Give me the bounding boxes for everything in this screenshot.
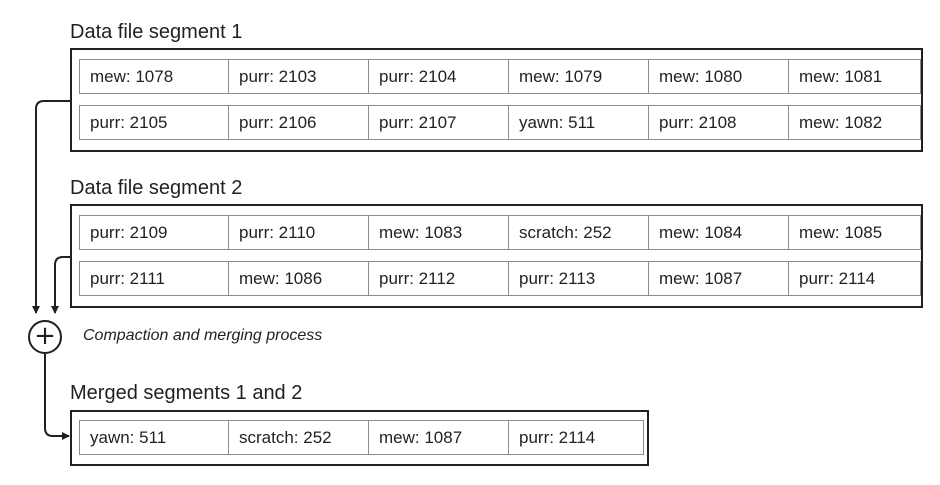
- segment-row: purr: 2109 purr: 2110 mew: 1083 scratch:…: [79, 215, 921, 250]
- segment-cell: mew: 1083: [368, 215, 509, 250]
- segment-cell: purr: 2105: [79, 105, 229, 140]
- segment-cell: mew: 1087: [648, 261, 789, 296]
- segment-cell: scratch: 252: [228, 420, 369, 455]
- arrow-merge-to-output: [44, 354, 70, 440]
- segment-row: mew: 1078 purr: 2103 purr: 2104 mew: 107…: [79, 59, 921, 94]
- segment-cell: purr: 2108: [648, 105, 789, 140]
- segment-cell: yawn: 511: [79, 420, 229, 455]
- segment-1-title: Data file segment 1: [70, 21, 243, 43]
- segment-cell: purr: 2112: [368, 261, 509, 296]
- segment-cell: purr: 2114: [508, 420, 644, 455]
- arrow-segment-1-to-merge: [32, 100, 70, 314]
- segment-cell: mew: 1084: [648, 215, 789, 250]
- segment-cell: purr: 2109: [79, 215, 229, 250]
- segment-cell: purr: 2111: [79, 261, 229, 296]
- segment-cell: yawn: 511: [508, 105, 649, 140]
- segment-cell: mew: 1081: [788, 59, 921, 94]
- merge-plus-icon: +: [28, 320, 62, 354]
- merged-segment-title: Merged segments 1 and 2: [70, 382, 303, 404]
- segment-row: yawn: 511 scratch: 252 mew: 1087 purr: 2…: [79, 420, 644, 455]
- merged-segment: yawn: 511 scratch: 252 mew: 1087 purr: 2…: [70, 410, 649, 466]
- segment-cell: purr: 2113: [508, 261, 649, 296]
- segment-cell: purr: 2114: [788, 261, 921, 296]
- segment-cell: mew: 1085: [788, 215, 921, 250]
- data-file-segment-1: mew: 1078 purr: 2103 purr: 2104 mew: 107…: [70, 48, 923, 152]
- segment-cell: purr: 2110: [228, 215, 369, 250]
- segment-cell: purr: 2104: [368, 59, 509, 94]
- segment-cell: mew: 1079: [508, 59, 649, 94]
- segment-cell: mew: 1078: [79, 59, 229, 94]
- segment-cell: mew: 1086: [228, 261, 369, 296]
- segment-row: purr: 2111 mew: 1086 purr: 2112 purr: 21…: [79, 261, 921, 296]
- compaction-process-label: Compaction and merging process: [83, 327, 323, 344]
- segment-row: purr: 2105 purr: 2106 purr: 2107 yawn: 5…: [79, 105, 921, 140]
- segment-cell: scratch: 252: [508, 215, 649, 250]
- arrow-segment-2-to-merge: [51, 256, 70, 314]
- segment-2-title: Data file segment 2: [70, 177, 243, 199]
- segment-cell: mew: 1087: [368, 420, 509, 455]
- segment-cell: mew: 1082: [788, 105, 921, 140]
- segment-cell: mew: 1080: [648, 59, 789, 94]
- segment-cell: purr: 2106: [228, 105, 369, 140]
- data-file-segment-2: purr: 2109 purr: 2110 mew: 1083 scratch:…: [70, 204, 923, 308]
- segment-cell: purr: 2107: [368, 105, 509, 140]
- segment-cell: purr: 2103: [228, 59, 369, 94]
